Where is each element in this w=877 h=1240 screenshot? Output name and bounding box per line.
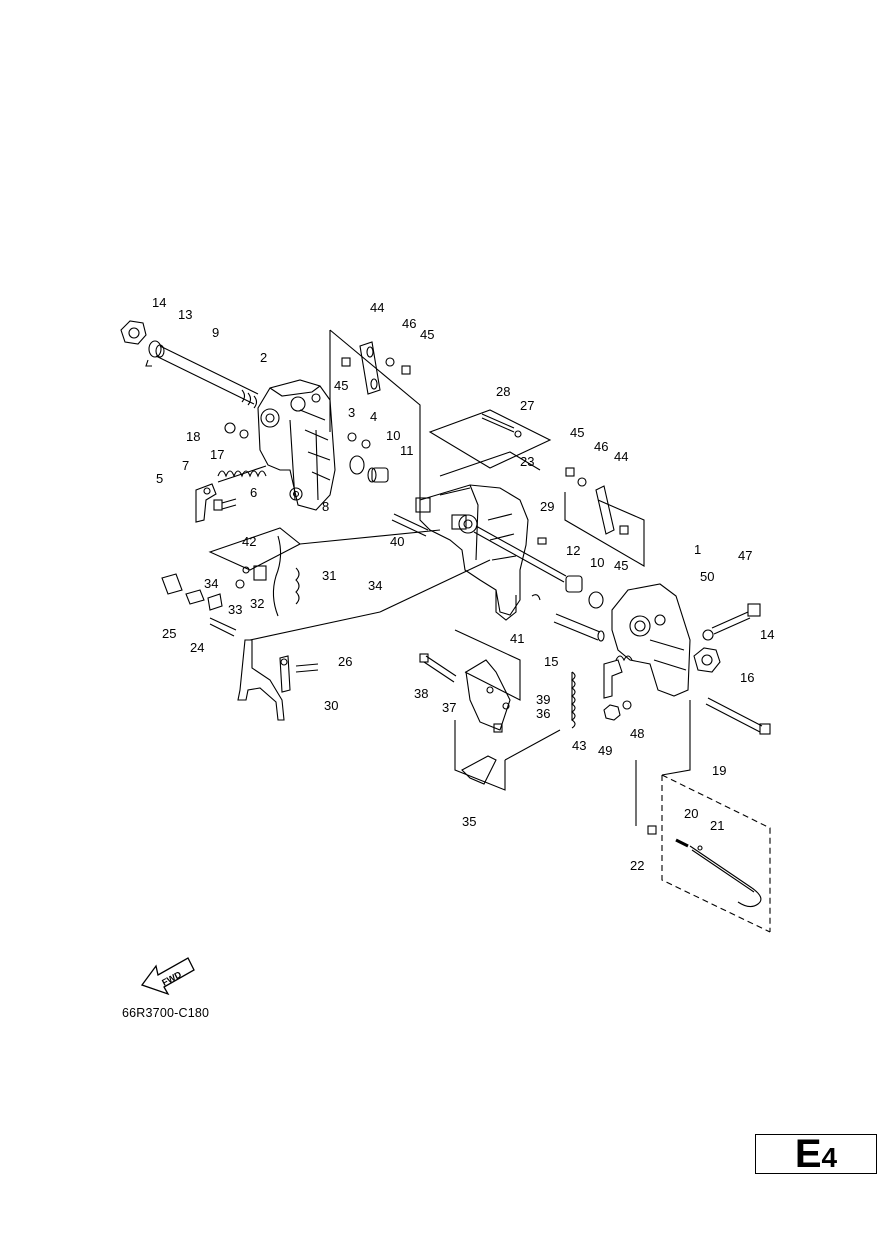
callout: 40 xyxy=(390,534,404,549)
callout: 16 xyxy=(740,670,754,685)
callout: 14 xyxy=(760,627,774,642)
callout: 8 xyxy=(322,499,329,514)
callout: 6 xyxy=(250,485,257,500)
callout: 1 xyxy=(694,542,701,557)
callout: 14 xyxy=(152,295,166,310)
section-number: 4 xyxy=(821,1142,838,1173)
callout: 45 xyxy=(334,378,348,393)
callout: 2 xyxy=(260,350,267,365)
callout: 17 xyxy=(210,447,224,462)
callout: 46 xyxy=(594,439,608,454)
callout: 22 xyxy=(630,858,644,873)
callout: 36 xyxy=(536,706,550,721)
callout: 19 xyxy=(712,763,726,778)
callout: 39 xyxy=(536,692,550,707)
callout: 5 xyxy=(156,471,163,486)
callout: 38 xyxy=(414,686,428,701)
callout: 23 xyxy=(520,454,534,469)
callout-labels: 14 13 9 2 44 46 45 45 3 4 10 11 18 17 7 … xyxy=(152,295,774,873)
callout: 37 xyxy=(442,700,456,715)
callout: 26 xyxy=(338,654,352,669)
callout: 41 xyxy=(510,631,524,646)
left-clamp-bracket xyxy=(120,320,389,523)
callout: 21 xyxy=(710,818,724,833)
callout: 43 xyxy=(572,738,586,753)
callout: 7 xyxy=(182,458,189,473)
kit-19 xyxy=(647,774,771,933)
callout: 11 xyxy=(400,443,414,458)
callout: 44 xyxy=(370,300,384,315)
right-clamp-bracket xyxy=(553,467,771,735)
callout: 48 xyxy=(630,726,644,741)
callout: 45 xyxy=(614,558,628,573)
callout: 33 xyxy=(228,602,242,617)
callout: 42 xyxy=(242,534,256,549)
tilt-lever-assembly xyxy=(161,535,319,721)
callout: 13 xyxy=(178,307,192,322)
section-letter: E xyxy=(794,1132,822,1176)
callout: 29 xyxy=(540,499,554,514)
callout: 47 xyxy=(738,548,752,563)
callout: 15 xyxy=(544,654,558,669)
callout: 34 xyxy=(204,576,218,591)
callout: 34 xyxy=(368,578,382,593)
section-badge: E 4 xyxy=(755,1134,877,1174)
callout: 28 xyxy=(496,384,510,399)
callout: 12 xyxy=(566,543,580,558)
callout: 30 xyxy=(324,698,338,713)
top-plate xyxy=(341,341,411,395)
callout: 27 xyxy=(520,398,534,413)
callout: 32 xyxy=(250,596,264,611)
callout: 50 xyxy=(700,569,714,584)
callout: 49 xyxy=(598,743,612,758)
callout: 10 xyxy=(590,555,604,570)
callout: 25 xyxy=(162,626,176,641)
drawing-code: 66R3700-C180 xyxy=(122,1006,210,1020)
callout: 45 xyxy=(570,425,584,440)
callout: 20 xyxy=(684,806,698,821)
callout: 10 xyxy=(386,428,400,443)
callout: 4 xyxy=(370,409,377,424)
lock-plate-assembly xyxy=(419,653,576,785)
callout: 9 xyxy=(212,325,219,340)
callout: 3 xyxy=(348,405,355,420)
leader-lines xyxy=(208,329,691,826)
fwd-arrow-icon xyxy=(140,957,195,996)
callout: 44 xyxy=(614,449,628,464)
callout: 24 xyxy=(190,640,204,655)
callout: 45 xyxy=(420,327,434,342)
callout: 18 xyxy=(186,429,200,444)
callout: 46 xyxy=(402,316,416,331)
callout: 31 xyxy=(322,568,336,583)
callout: 35 xyxy=(462,814,476,829)
swivel-bracket xyxy=(391,413,567,621)
